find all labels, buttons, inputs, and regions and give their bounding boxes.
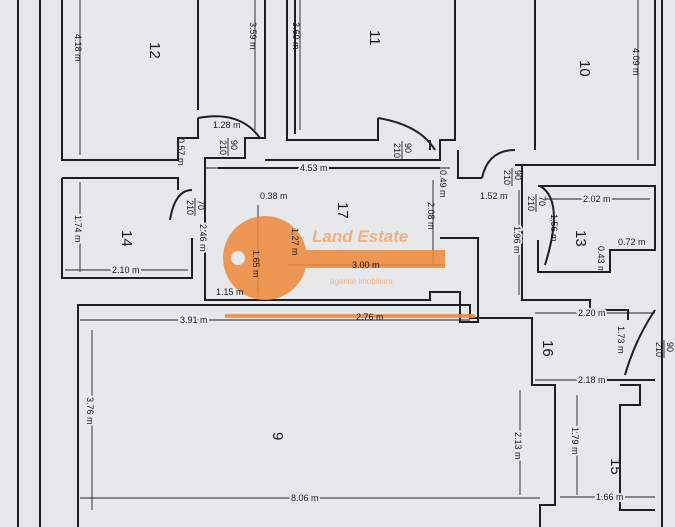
dim-label: 4.18 m [73,34,83,62]
dim-label: 0.57 m [176,138,186,166]
dim-label: 3.76 m [85,397,95,425]
dim-label: 1.15 m [216,287,244,297]
room-16: 16 [539,340,556,357]
door-label: 90 210 [654,340,675,358]
room-17: 17 [334,202,351,219]
dim-label: 0.72 m [618,237,646,247]
dim-label: 8.06 m [291,493,319,503]
dim-label: 0.38 m [260,191,288,201]
svg-text:90: 90 [403,143,413,153]
door-label: 90 210 [218,138,239,156]
dim-label: 2.20 m [578,308,606,318]
dim-label: 2.10 m [112,265,140,275]
dim-label: 4.53 m [300,163,328,173]
room-12: 12 [146,42,163,59]
svg-text:210: 210 [185,200,195,215]
dim-label: 3.60 m [291,22,301,50]
dim-label: 2.46 m [198,224,208,252]
svg-text:90: 90 [229,140,239,150]
dim-label: 2.18 m [578,375,606,385]
svg-text:210: 210 [654,342,664,357]
dimension-labels: 4.18 m 3.59 m 3.60 m 4.09 m 1.28 m 0.57 … [71,22,646,505]
dim-label: 2.13 m [513,432,523,460]
dim-label: 1.73 m [616,326,626,354]
room-labels: 12 11 10 17 13 14 16 9 15 [118,30,624,475]
dim-label: 0.49 m [438,170,448,198]
room-15: 15 [607,458,624,475]
room-14: 14 [118,230,135,247]
dim-label: 1.96 m [512,226,522,254]
svg-text:210: 210 [218,140,228,155]
door-label: 90 210 [392,141,413,159]
dim-label: 1.27 m [290,228,300,256]
room-9: 9 [269,432,286,440]
svg-text:210: 210 [502,170,512,185]
svg-text:210: 210 [526,196,536,211]
dim-label: 1.28 m [213,120,241,130]
dim-label: 4.09 m [631,48,641,76]
room-13: 13 [572,230,589,247]
dim-label: 2.76 m [356,312,384,322]
dim-label: 2.02 m [583,194,611,204]
door-label: 70 210 [526,194,547,212]
dim-label: 0.43 m [596,246,606,274]
watermark-tagline: agentie imobiliara [330,277,393,286]
dim-label: 3.59 m [248,22,258,50]
dim-label: 1.56 m [549,214,559,242]
door-labels: 90 210 90 210 90 210 70 210 70 210 90 21… [185,138,675,358]
room-10: 10 [576,60,593,77]
dim-label: 1.65 m [251,250,261,278]
dim-label: 3.00 m [352,260,380,270]
door-label: 70 210 [185,198,206,216]
dim-label: 2.08 m [426,202,436,230]
door-label: 90 210 [502,168,523,186]
watermark-brand: Land Estate [312,227,408,246]
walls [17,0,663,527]
dim-label: 1.66 m [596,492,624,502]
dim-label: 3.91 m [180,315,208,325]
door-swings [169,115,656,376]
svg-text:90: 90 [513,170,523,180]
svg-text:90: 90 [665,342,675,352]
room-11: 11 [366,30,383,46]
dim-label: 1.79 m [570,427,580,455]
svg-text:70: 70 [196,200,206,210]
watermark-logo: Land Estate agentie imobiliara [223,216,475,318]
svg-text:70: 70 [537,196,547,206]
svg-text:210: 210 [392,143,402,158]
dim-label: 1.74 m [73,215,83,243]
dim-label: 1.52 m [480,191,508,201]
